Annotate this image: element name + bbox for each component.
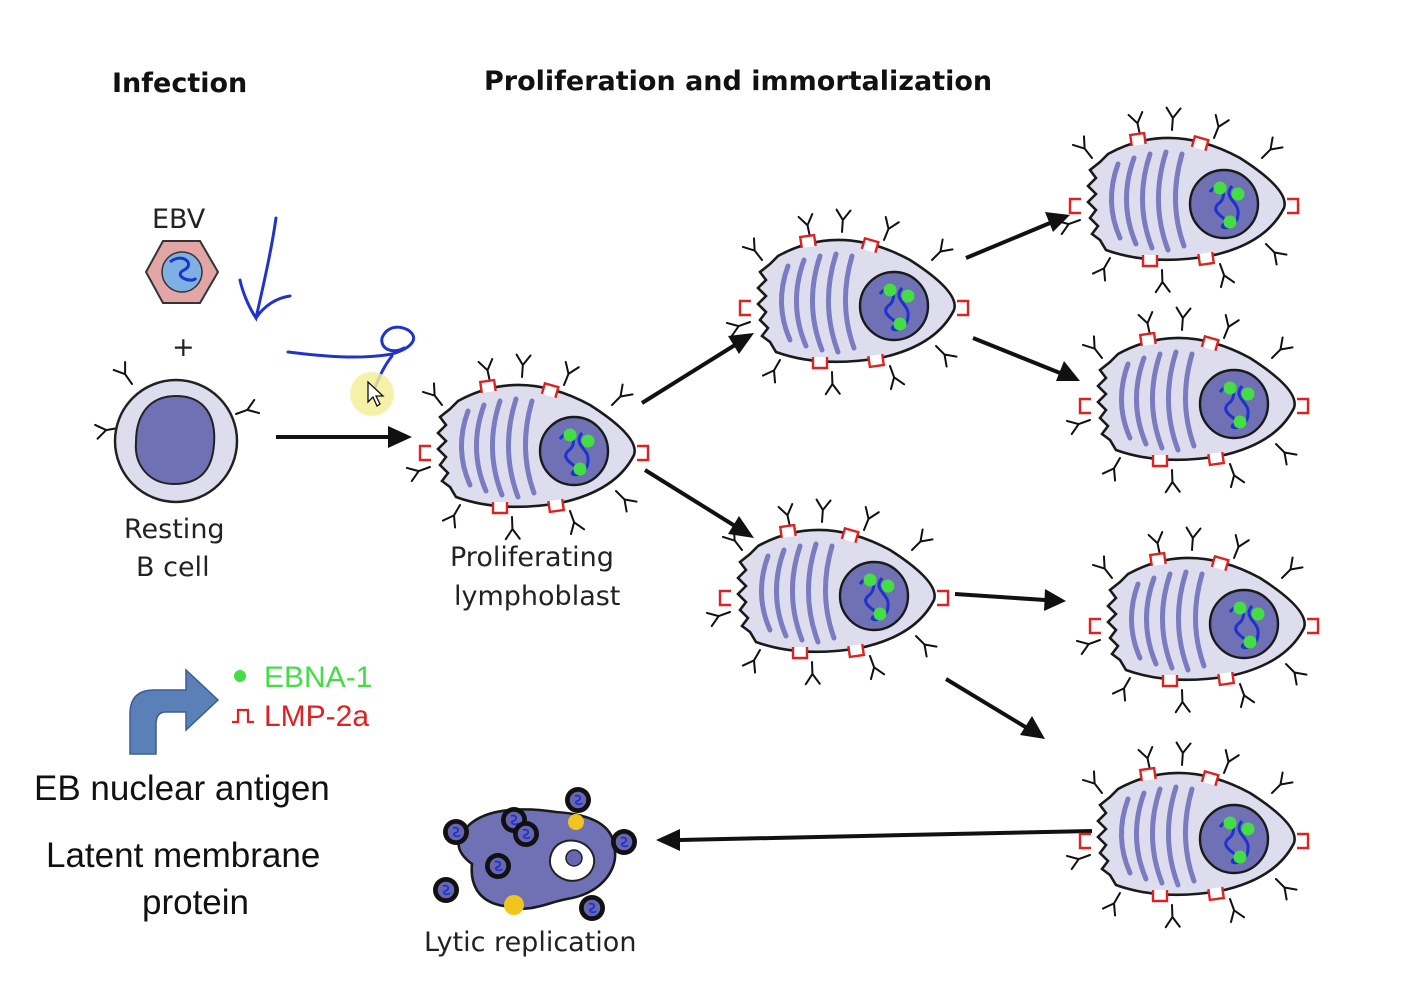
lymphoblast-gen3-b — [1067, 308, 1308, 493]
lmp-legend-label: LMP-2a — [264, 700, 369, 733]
infection-header: Infection — [112, 68, 247, 99]
lymphoblast-label-line1: Proliferating — [450, 542, 614, 573]
proliferating-lymphoblast-cell — [407, 355, 648, 540]
plus-sign: + — [172, 332, 195, 363]
lmp-full-name-line1: Latent membrane — [46, 836, 320, 875]
lymphoblast-gen3-a — [1057, 108, 1298, 293]
lmp-full-name-line2: protein — [142, 883, 249, 922]
lymphoblast-gen2-top — [727, 210, 968, 395]
lmp-legend-notch-icon — [232, 708, 254, 724]
resting-b-cell — [94, 360, 261, 504]
lytic-replication-label: Lytic replication — [424, 927, 636, 958]
curved-arrow-icon — [129, 668, 220, 755]
lymphoblast-label-line2: lymphoblast — [454, 581, 620, 612]
resting-label-line2: B cell — [136, 552, 210, 583]
flow-arrows — [276, 212, 1093, 851]
resting-label-line1: Resting — [124, 514, 225, 545]
lymphoblast-gen3-d — [1067, 743, 1308, 928]
ebv-label: EBV — [152, 204, 206, 235]
lymphoblast-gen3-c — [1077, 528, 1318, 713]
legend: EBNA-1 LMP-2a — [232, 661, 372, 733]
lytic-cell — [432, 786, 638, 922]
proliferation-header: Proliferation and immortalization — [484, 66, 992, 97]
ebna-legend-label: EBNA-1 — [264, 661, 372, 694]
mouse-cursor-icon — [350, 372, 394, 416]
ebv-virion-icon — [144, 240, 220, 304]
pen-annotation — [238, 216, 415, 398]
ebna-legend-dot-icon — [234, 670, 246, 682]
ebna-full-name: EB nuclear antigen — [34, 769, 330, 808]
